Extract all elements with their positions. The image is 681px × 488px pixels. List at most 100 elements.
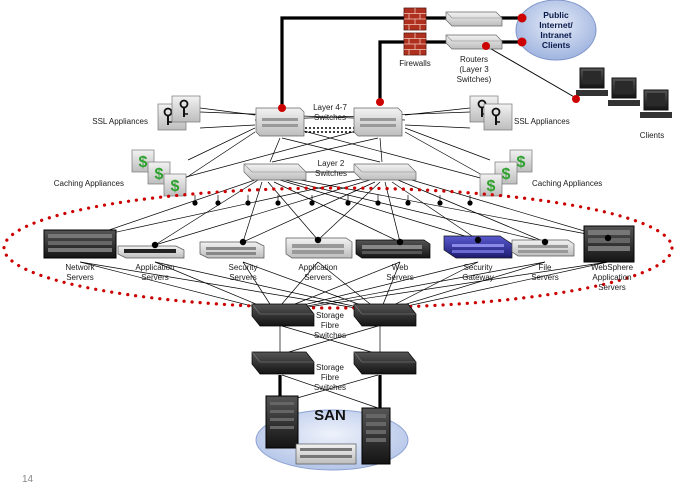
fibre-switch-icon [353,303,417,327]
layer2-label-line2: Switches [315,169,347,178]
dollar-cache-icon: $ [163,173,187,197]
layer4-7-switch-icon [255,107,305,137]
application-label-line2: Servers [141,273,169,282]
firewalls-label: Firewalls [399,59,431,68]
layer4-7-switch-icon [353,107,403,137]
fibre-switch-icon [251,351,315,375]
red-connector-dot [376,98,384,106]
application2-label-line1: Application [298,263,337,272]
red-connector-dot [278,104,286,112]
san-label: SAN [314,407,346,424]
storage-fibre-switches-lower: Storage Fibre Switches [251,351,417,392]
web-server-icon [355,239,431,259]
cloud-label-line1: Public [543,10,569,20]
junction-dot [239,238,247,246]
client-pc-icon [608,77,640,106]
junction-dot [375,200,381,206]
caching-appliances-right-label: Caching Appliances [532,179,602,188]
network-server-icon [43,229,117,259]
junction-dot [474,236,482,244]
ssl-key-icon [171,95,201,123]
file-label-line2: Servers [531,273,559,282]
ssl-appliances-right-label: SSL Appliances [514,117,570,126]
server-labels: NetworkServersApplicationServersSecurity… [65,263,633,292]
junction-dot [396,238,404,246]
server-farm-boundary [2,186,674,310]
san-storage: SAN [255,395,409,471]
layer2-label-line1: Layer 2 [318,159,345,168]
storage-upper-label-line1: Storage [316,311,345,320]
ssl-appliances-left: SSL Appliances [92,95,201,131]
network-label-line1: Network [65,263,95,272]
web-label-line2: Servers [386,273,414,282]
junction-dot [245,200,251,206]
firewall-icon [403,32,427,56]
storage-rack-icon [265,395,299,449]
svg-text:$: $ [502,166,511,183]
firewalls: Firewalls [399,7,431,68]
clients: Clients [576,67,672,140]
fibre-switch-icon [251,303,315,327]
web-label-line1: Web [392,263,409,272]
junction-dot [467,200,473,206]
red-connector-dot [482,42,490,50]
ssl-appliances-right: SSL Appliances [469,95,570,131]
caching-appliances-left-label: Caching Appliances [54,179,124,188]
cloud-label-line4: Clients [542,40,571,50]
red-connector-dot [572,95,580,103]
layer4-7-label-line1: Layer 4-7 [313,103,347,112]
cloud-label-line2: Internet/ [539,20,573,30]
security-gateway-icon [443,235,513,259]
firewall-icon [403,7,427,31]
storage-upper-label-line2: Fibre [321,321,340,330]
routers: Routers (Layer 3 Switches) [445,11,503,84]
svg-text:$: $ [517,154,526,171]
connection-lines [79,16,609,409]
connector-dots [278,13,580,112]
junction-dot [541,238,549,246]
svg-text:$: $ [487,178,496,195]
file-server-icon [511,239,575,257]
ssl-key-icon [483,103,513,131]
caching-appliances-left: $ $ $ Caching Appliances [54,149,187,197]
junction-dot [437,200,443,206]
layer2-switches: Layer 2 Switches [243,159,417,181]
client-pc-icon [640,89,672,118]
red-connector-dot [517,37,527,47]
red-connector-dot [517,13,527,23]
slide-number: 14 [22,474,34,485]
application-label-line1: Application [135,263,174,272]
ssl-appliances-left-label: SSL Appliances [92,117,148,126]
dollar-cache-icon: $ [479,173,503,197]
application2-label-line2: Servers [304,273,332,282]
application-server-icon [285,237,353,259]
websphere-label-line1: WebSphere [591,263,634,272]
layer2-switch-icon [353,163,417,181]
security-server-icon [199,241,265,259]
security-label-line1: Security [229,263,258,272]
router-icon [445,11,503,27]
junction-dot [314,236,322,244]
junction-dot [192,200,198,206]
svg-text:$: $ [139,154,148,171]
network-label-line2: Servers [66,273,94,282]
junction-dot [215,200,221,206]
routers-label-line3: Switches) [457,75,492,84]
clients-label: Clients [640,131,664,140]
websphere-server-icon [583,225,635,263]
junction-dot [405,200,411,206]
junction-dot [345,200,351,206]
svg-text:$: $ [171,178,180,195]
security-gateway-label-line1: Security [464,263,493,272]
file-label-line1: File [539,263,552,272]
storage-lower-label-line1: Storage [316,363,345,372]
storage-array-icon [295,443,357,465]
router-icon [445,34,503,50]
storage-upper-label-line3: Switches [314,331,346,340]
junction-dots [151,200,612,249]
junction-dot [151,241,159,249]
junction-dot [275,200,281,206]
routers-label-line2: (Layer 3 [459,65,489,74]
junction-dot [604,234,612,242]
